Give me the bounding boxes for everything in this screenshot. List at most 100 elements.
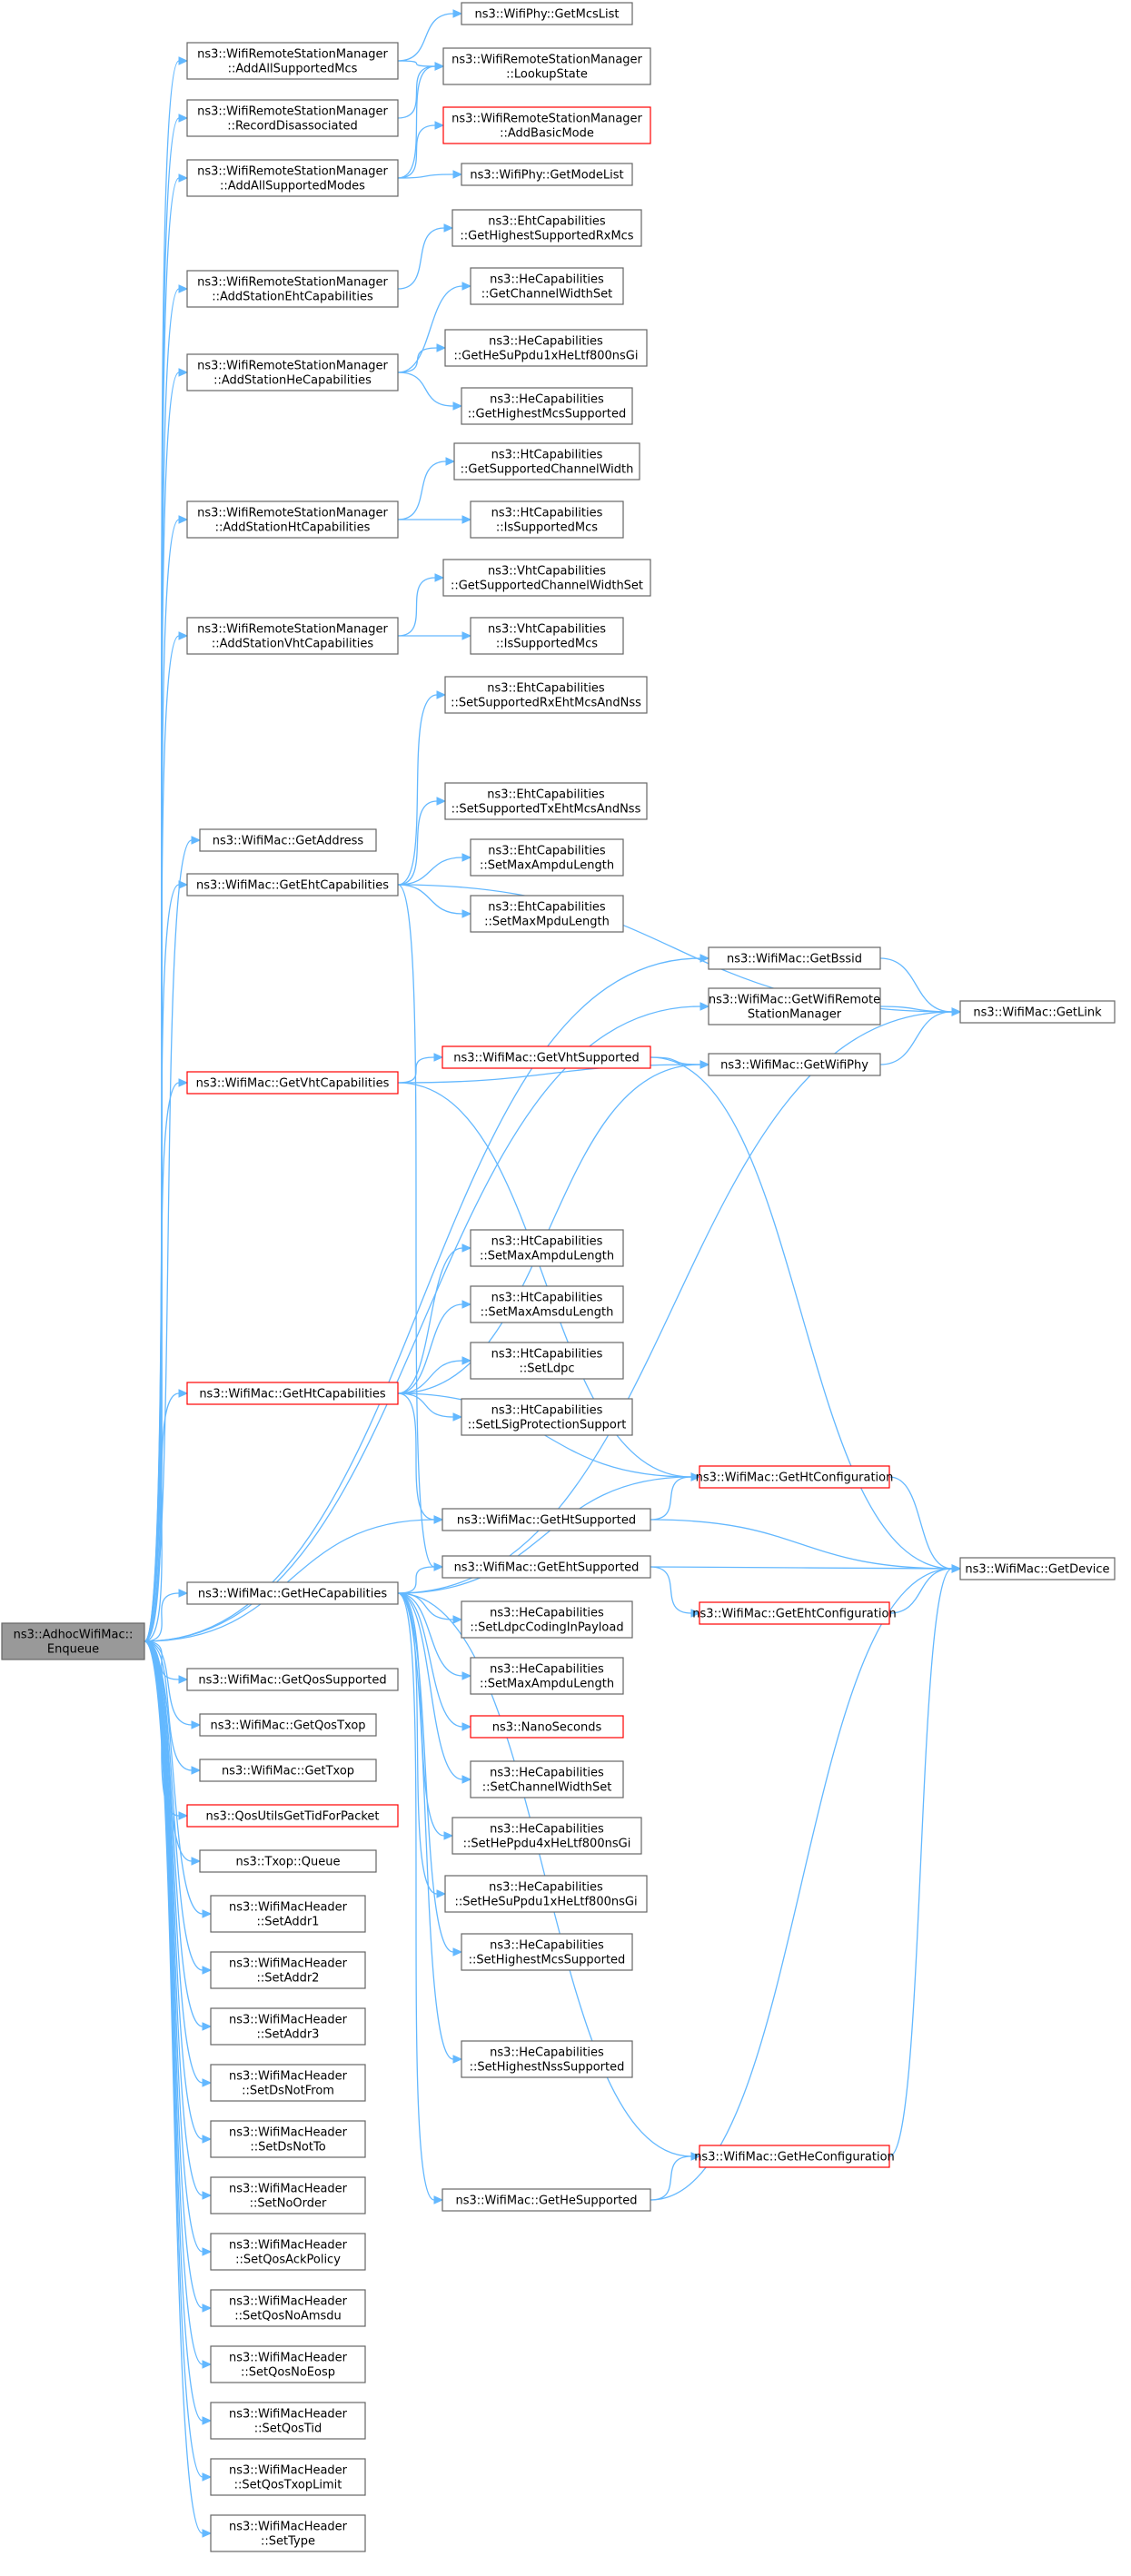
node-label: ns3::WifiMac::GetBssid: [727, 953, 862, 966]
node-ns3-vhtcapabilities-getsupportedchannelwidthset[interactable]: ns3::VhtCapabilities::GetSupportedChanne…: [442, 559, 651, 597]
node-ns3-wifimac-gethtcapabilities[interactable]: ns3::WifiMac::GetHtCapabilities: [186, 1382, 399, 1405]
node-ns3-htcapabilities-setmaxamsdulength[interactable]: ns3::HtCapabilities::SetMaxAmsduLength: [470, 1285, 624, 1323]
node-ns3-htcapabilities-setlsigprotectionsupport[interactable]: ns3::HtCapabilities::SetLSigProtectionSu…: [461, 1398, 633, 1436]
node-ns3-wifimac-getehtsupported[interactable]: ns3::WifiMac::GetEhtSupported: [441, 1555, 651, 1579]
node-ns3-wifimacheader-setaddr3[interactable]: ns3::WifiMacHeader::SetAddr3: [210, 2007, 366, 2046]
node-ns3-wifimac-gethecapabilities[interactable]: ns3::WifiMac::GetHeCapabilities: [186, 1581, 399, 1605]
node-ns3-vhtcapabilities-issupportedmcs[interactable]: ns3::VhtCapabilities::IsSupportedMcs: [470, 617, 624, 655]
node-ns3-wifiremotestationmanager-addallsupportedmcs[interactable]: ns3::WifiRemoteStationManager::AddAllSup…: [186, 42, 399, 80]
node-ns3-wifimacheader-setdsnotto[interactable]: ns3::WifiMacHeader::SetDsNotTo: [210, 2120, 366, 2158]
node-ns3-hecapabilities-setheppdu4xheltf800nsgi[interactable]: ns3::HeCapabilities::SetHePpdu4xHeLtf800…: [451, 1817, 642, 1855]
node-ns3-wifimacheader-setqosackpolicy[interactable]: ns3::WifiMacHeader::SetQosAckPolicy: [210, 2233, 366, 2271]
node-ns3-wifiremotestationmanager-addstationhecapabilities[interactable]: ns3::WifiRemoteStationManager::AddStatio…: [186, 353, 399, 391]
node-ns3-ehtcapabilities-gethighestsupportedrxmcs[interactable]: ns3::EhtCapabilities::GetHighestSupporte…: [451, 209, 642, 247]
node-ns3-hecapabilities-gethesuppdu1xheltf800nsgi[interactable]: ns3::HeCapabilities::GetHeSuPpdu1xHeLtf8…: [444, 329, 648, 367]
node-ns3-wifiremotestationmanager-addstationhtcapabilities[interactable]: ns3::WifiRemoteStationManager::AddStatio…: [186, 500, 399, 539]
node-ns3-wifimac-gethtsupported[interactable]: ns3::WifiMac::GetHtSupported: [441, 1508, 651, 1531]
node-ns3-ehtcapabilities-setsupportedtxehtmcsandnss[interactable]: ns3::EhtCapabilities::SetSupportedTxEhtM…: [444, 782, 648, 820]
node-ns3-wifimac-getdevice[interactable]: ns3::WifiMac::GetDevice: [959, 1557, 1116, 1580]
node-ns3-wifimac-getehtcapabilities[interactable]: ns3::WifiMac::GetEhtCapabilities: [186, 873, 399, 897]
node-ns3-hecapabilities-getchannelwidthset[interactable]: ns3::HeCapabilities::GetChannelWidthSet: [470, 267, 624, 305]
node-label: ns3::WifiMacHeader: [229, 2183, 348, 2196]
node-ns3-wifiremotestationmanager-recorddisassociated[interactable]: ns3::WifiRemoteStationManager::RecordDis…: [186, 99, 399, 137]
edge-arrowhead: [178, 1675, 189, 1684]
node-label: ns3::WifiRemoteStationManager: [197, 360, 388, 373]
node-label: ns3::WifiMacHeader: [229, 2070, 348, 2084]
node-ns3-wifiphy-getmodelist[interactable]: ns3::WifiPhy::GetModeList: [461, 163, 633, 186]
edge-a9-b15: [397, 853, 472, 886]
node-ns3-wifiremotestationmanager-addstationvhtcapabilities[interactable]: ns3::WifiRemoteStationManager::AddStatio…: [186, 617, 399, 655]
node-ns3-wifimac-getvhtcapabilities[interactable]: ns3::WifiMac::GetVhtCapabilities: [186, 1071, 399, 1095]
edge-arrowhead: [699, 954, 710, 963]
node-ns3-wifimacheader-settype[interactable]: ns3::WifiMacHeader::SetType: [210, 2514, 366, 2552]
node-ns3-wifimacheader-setdsnotfrom[interactable]: ns3::WifiMacHeader::SetDsNotFrom: [210, 2064, 366, 2102]
node-ns3-wifimacheader-setqosnoamsdu[interactable]: ns3::WifiMacHeader::SetQosNoAmsdu: [210, 2289, 366, 2327]
edge-arrowhead: [461, 282, 472, 291]
node-label: ns3::WifiRemoteStationManager: [197, 48, 388, 62]
node-ns3-wifiremotestationmanager-lookupstate[interactable]: ns3::WifiRemoteStationManager::LookupSta…: [442, 47, 651, 85]
edge-arrowhead: [202, 2472, 213, 2482]
node-ns3-wifimacheader-setnoorder[interactable]: ns3::WifiMacHeader::SetNoOrder: [210, 2176, 366, 2214]
edge-root-a20: [144, 1640, 213, 2031]
node-ns3-wifimacheader-setqostxoplimit[interactable]: ns3::WifiMacHeader::SetQosTxopLimit: [210, 2458, 366, 2496]
node-ns3-wifiphy-getmcslist[interactable]: ns3::WifiPhy::GetMcsList: [461, 2, 633, 25]
node-label: ns3::WifiRemoteStationManager: [197, 276, 388, 290]
node-ns3-wifiremotestationmanager-addallsupportedmodes[interactable]: ns3::WifiRemoteStationManager::AddAllSup…: [186, 159, 399, 197]
node-ns3-htcapabilities-getsupportedchannelwidth[interactable]: ns3::HtCapabilities::GetSupportedChannel…: [453, 442, 640, 481]
node-label: ns3::HtCapabilities: [491, 507, 603, 520]
node-ns3-hecapabilities-sethesuppdu1xheltf800nsgi[interactable]: ns3::HeCapabilities::SetHeSuPpdu1xHeLtf8…: [444, 1875, 648, 1913]
node-label: ns3::WifiRemoteStationManager: [451, 54, 642, 67]
node-ns3-wifimac-getwifiremote-stationmanager[interactable]: ns3::WifiMac::GetWifiRemoteStationManage…: [708, 987, 881, 1025]
node-ns3-wifimacheader-setqosnoeosp[interactable]: ns3::WifiMacHeader::SetQosNoEosp: [210, 2345, 366, 2383]
node-ns3-qosutilsgettidforpacket[interactable]: ns3::QosUtilsGetTidForPacket: [186, 1804, 399, 1828]
node-ns3-hecapabilities-setmaxampdulength[interactable]: ns3::HeCapabilities::SetMaxAmpduLength: [470, 1657, 624, 1695]
node-ns3-wifimac-getaddress[interactable]: ns3::WifiMac::GetAddress: [199, 828, 377, 852]
node-ns3-adhocwifimac-enqueue[interactable]: ns3::AdhocWifiMac::Enqueue: [1, 1622, 145, 1660]
node-ns3-wifimac-gethtconfiguration[interactable]: ns3::WifiMac::GetHtConfiguration: [696, 1465, 894, 1489]
node-ns3-wifimacheader-setqostid[interactable]: ns3::WifiMacHeader::SetQosTid: [210, 2402, 366, 2440]
node-ns3-wifimac-getbssid[interactable]: ns3::WifiMac::GetBssid: [708, 946, 881, 970]
edge-a12-b23: [397, 1562, 444, 1594]
node-ns3-wifiremotestationmanager-addbasicmode[interactable]: ns3::WifiRemoteStationManager::AddBasicM…: [442, 106, 651, 144]
edge-arrowhead: [699, 1002, 710, 1011]
node-label: ::SetMaxAmpduLength: [480, 859, 614, 873]
node-ns3-wifimac-getqostxop[interactable]: ns3::WifiMac::GetQosTxop: [199, 1713, 377, 1737]
edge-b23-d2: [650, 1564, 962, 1573]
node-ns3-hecapabilities-sethighestnsssupported[interactable]: ns3::HeCapabilities::SetHighestNssSuppor…: [461, 2040, 633, 2078]
node-label: ::SetQosTid: [254, 2422, 322, 2436]
node-ns3-nanoseconds[interactable]: ns3::NanoSeconds: [470, 1715, 624, 1739]
node-ns3-htcapabilities-setmaxampdulength[interactable]: ns3::HtCapabilities::SetMaxAmpduLength: [470, 1229, 624, 1267]
node-ns3-wifimac-getwifiphy[interactable]: ns3::WifiMac::GetWifiPhy: [708, 1053, 881, 1076]
node-ns3-htcapabilities-setldpc[interactable]: ns3::HtCapabilities::SetLdpc: [470, 1342, 624, 1380]
node-label: ::SetChannelWidthSet: [482, 1781, 612, 1795]
node-ns3-hecapabilities-setchannelwidthset[interactable]: ns3::HeCapabilities::SetChannelWidthSet: [470, 1760, 624, 1798]
edge-root-a8: [144, 836, 202, 1642]
node-ns3-wifimac-gethesupported[interactable]: ns3::WifiMac::GetHeSupported: [441, 2188, 651, 2212]
node-label: ns3::HeCapabilities: [490, 273, 604, 287]
edge-arrowhead: [433, 1515, 444, 1524]
node-layer: ns3::AdhocWifiMac::Enqueue ns3::WifiRemot…: [1, 2, 1116, 2552]
node-label: ns3::WifiMacHeader: [229, 2521, 348, 2534]
node-ns3-hecapabilities-setldpccodinginpayload[interactable]: ns3::HeCapabilities::SetLdpcCodingInPayl…: [461, 1600, 633, 1639]
node-ns3-hecapabilities-sethighestmcssupported[interactable]: ns3::HeCapabilities::SetHighestMcsSuppor…: [461, 1933, 633, 1971]
node-ns3-wifiremotestationmanager-addstationehtcapabilities[interactable]: ns3::WifiRemoteStationManager::AddStatio…: [186, 270, 399, 308]
node-ns3-wifimac-gettxop[interactable]: ns3::WifiMac::GetTxop: [199, 1759, 377, 1782]
node-ns3-wifimac-getheconfiguration[interactable]: ns3::WifiMac::GetHeConfiguration: [694, 2145, 895, 2168]
node-ns3-htcapabilities-issupportedmcs[interactable]: ns3::HtCapabilities::IsSupportedMcs: [470, 500, 624, 539]
edge-arrowhead: [191, 1766, 202, 1775]
node-ns3-ehtcapabilities-setmaxampdulength[interactable]: ns3::EhtCapabilities::SetMaxAmpduLength: [470, 838, 624, 877]
node-ns3-hecapabilities-gethighestmcssupported[interactable]: ns3::HeCapabilities::GetHighestMcsSuppor…: [461, 387, 633, 425]
node-ns3-wifimac-getvhtsupported[interactable]: ns3::WifiMac::GetVhtSupported: [441, 1045, 651, 1069]
edge-a3-b3: [397, 121, 445, 179]
node-ns3-ehtcapabilities-setmaxmpdulength[interactable]: ns3::EhtCapabilities::SetMaxMpduLength: [470, 895, 624, 933]
node-ns3-ehtcapabilities-setsupportedrxehtmcsandnss[interactable]: ns3::EhtCapabilities::SetSupportedRxEhtM…: [444, 676, 648, 714]
edge-a7-b12: [398, 631, 472, 640]
node-ns3-txop-queue[interactable]: ns3::Txop::Queue: [199, 1849, 377, 1873]
node-ns3-wifimac-getehtconfiguration[interactable]: ns3::WifiMac::GetEhtConfiguration: [692, 1601, 897, 1625]
node-ns3-wifimacheader-setaddr2[interactable]: ns3::WifiMacHeader::SetAddr2: [210, 1951, 366, 1989]
node-ns3-wifimac-getlink[interactable]: ns3::WifiMac::GetLink: [959, 1000, 1116, 1024]
edge-arrowhead: [461, 631, 472, 640]
node-label: ::AddAllSupportedModes: [220, 180, 365, 193]
node-ns3-wifimac-getqossupported[interactable]: ns3::WifiMac::GetQosSupported: [186, 1668, 399, 1691]
node-ns3-wifimacheader-setaddr1[interactable]: ns3::WifiMacHeader::SetAddr1: [210, 1895, 366, 1933]
